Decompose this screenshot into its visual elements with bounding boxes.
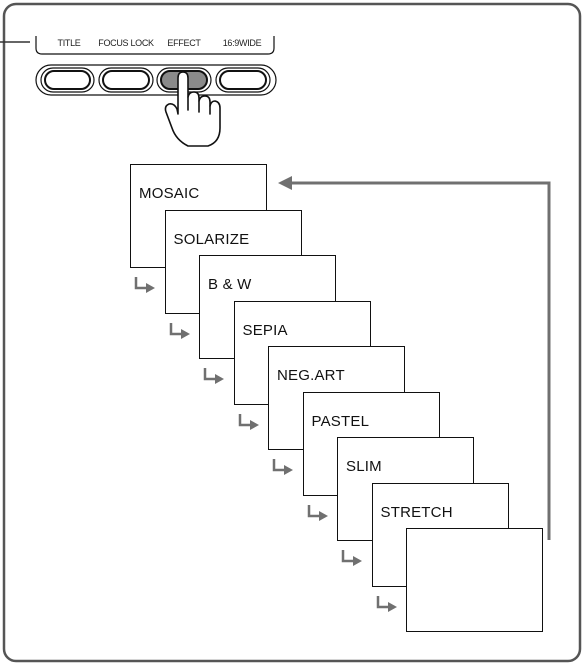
button-label-focus-lock: FOCUS LOCK bbox=[98, 38, 154, 48]
next-step-arrow-icon bbox=[341, 550, 363, 566]
next-step-arrow-icon bbox=[272, 459, 294, 475]
next-step-arrow-icon bbox=[307, 505, 329, 521]
return-arrowhead bbox=[278, 176, 292, 190]
title-button[interactable] bbox=[41, 68, 94, 92]
effect-screen bbox=[406, 528, 543, 632]
effect-label: SLIM bbox=[346, 458, 382, 475]
effect-label: SEPIA bbox=[243, 322, 288, 339]
wide-button[interactable] bbox=[216, 68, 270, 92]
effect-label: PASTEL bbox=[312, 413, 370, 430]
effect-label: STRETCH bbox=[381, 504, 453, 521]
effect-label: MOSAIC bbox=[139, 185, 199, 202]
next-step-arrow-icon bbox=[169, 323, 191, 339]
next-step-arrow-icon bbox=[134, 277, 156, 293]
button-label-wide: 16:9WIDE bbox=[223, 38, 262, 48]
effect-label: NEG.ART bbox=[277, 367, 345, 384]
effect-label: SOLARIZE bbox=[174, 231, 250, 248]
next-step-arrow-icon bbox=[238, 414, 260, 430]
next-step-arrow-icon bbox=[203, 368, 225, 384]
next-step-arrow-icon bbox=[376, 596, 398, 612]
effect-label: B & W bbox=[208, 276, 252, 293]
focus-lock-button[interactable] bbox=[99, 68, 153, 92]
button-label-effect: EFFECT bbox=[167, 38, 200, 48]
button-label-title: TITLE bbox=[57, 38, 80, 48]
